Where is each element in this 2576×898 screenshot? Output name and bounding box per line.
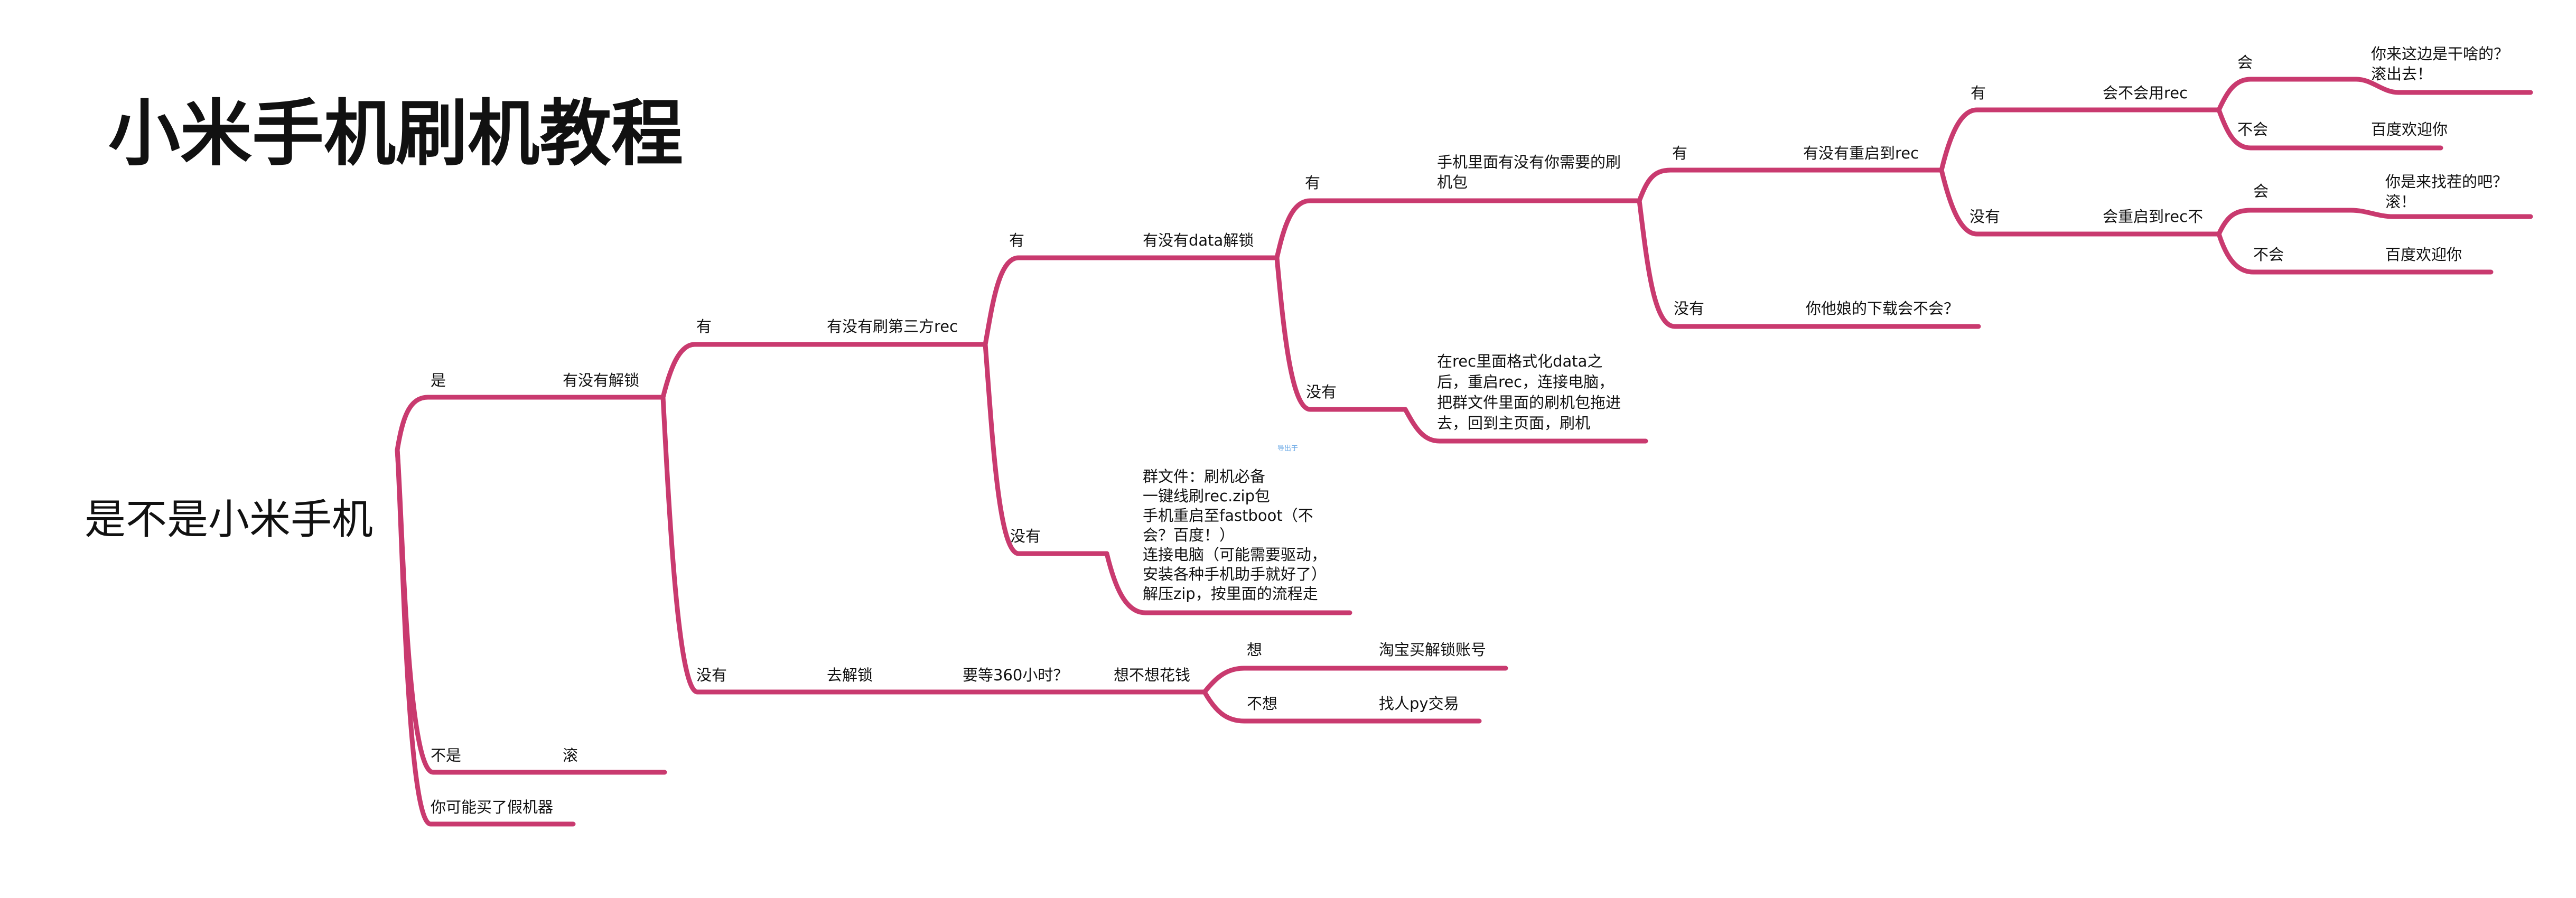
node-package-question-line-1: 手机里面有没有你需要的刷 [1437,153,1621,171]
branch-line-meiyou1 [660,395,1207,695]
node-package-question-line-2: 机包 [1437,173,1468,191]
watermark-text: 导出于 [1277,445,1298,453]
leaf-buhui-1: 百度欢迎你 [2371,120,2448,138]
leaf-group-line-6: 安装各种手机助手就好了） [1143,565,1327,583]
node-meiyou-1: 没有 [696,666,727,684]
leaf-hui-2-line-2: 滚！ [2385,193,2416,211]
node-buhui-1: 不会 [2237,120,2268,138]
leaf-group-line-3: 手机重启至fastboot（不 [1143,507,1313,525]
node-meiyou-2: 没有 [1010,527,1041,545]
branch-line-you4 [1637,167,1944,203]
leaf-hui-1-line-1: 你来这边是干啥的？ [2371,45,2509,63]
leaf-hui-1-line-2: 滚出去！ [2371,65,2432,83]
leaf-format-line-2: 后，重启rec，连接电脑， [1437,373,1614,391]
leaf-download: 你他娘的下载会不会？ [1806,300,1959,317]
node-meiyou-3: 没有 [1306,383,1337,401]
branch-line-buhui2 [2216,231,2494,275]
node-go-unlock: 去解锁 [827,666,873,684]
branch-line-hui2 [2216,208,2533,237]
leaf-format-line-1: 在rec里面格式化data之 [1437,352,1602,370]
leaf-py: 找人py交易 [1379,695,1459,713]
node-you-4: 有 [1672,144,1687,162]
leaf-group-line-5: 连接电脑（可能需要驱动， [1143,546,1327,564]
node-use-rec-question: 会不会用rec [2103,84,2188,102]
node-money-question: 想不想花钱 [1114,666,1190,684]
node-rec-question: 有没有刷第三方rec [827,317,958,335]
leaf-hui-2-line-1: 你是来找茬的吧？ [2385,173,2508,191]
branch-line-format-leaf [1403,407,1648,444]
node-xiang: 想 [1247,641,1262,659]
branch-line-money [1202,666,1508,695]
mind-map-branches [395,77,2533,827]
leaf-taobao: 淘宝买解锁账号 [1379,641,1486,659]
node-shi: 是 [431,371,446,389]
leaf-gun: 滚 [563,746,578,764]
leaf-group-line-7: 解压zip，按里面的流程走 [1143,585,1318,603]
branch-line-you5 [1939,107,2222,173]
node-reboot-question: 有没有重启到rec [1803,144,1919,162]
leaf-buhui-2: 百度欢迎你 [2385,246,2462,264]
branch-line-shi [395,395,666,453]
leaf-group-line-4: 会？百度！） [1143,526,1235,544]
branch-line-you1 [660,342,988,400]
node-hui-2: 会 [2253,182,2269,200]
root-node-label: 是不是小米手机 [85,496,373,544]
node-buxiang: 不想 [1247,695,1277,713]
branch-line-meiyou5 [1939,167,2222,237]
branch-line-hui1 [2216,77,2533,113]
leaf-group-line-2: 一键线刷rec.zip包 [1143,487,1270,505]
node-data-question: 有没有data解锁 [1143,231,1254,249]
leaf-group-line-1: 群文件：刷机必备 [1143,467,1265,485]
branch-line-fake [395,447,576,827]
node-you-3: 有 [1305,174,1320,192]
leaf-format-line-3: 把群文件里面的刷机包拖进 [1437,394,1621,411]
branch-line-meiyou3 [1274,255,1408,412]
node-wait-question: 要等360小时？ [963,666,1068,684]
branch-line-meiyou2 [983,342,1109,556]
branch-line-group-leaf [1104,551,1352,615]
node-you-5: 有 [1971,84,1986,102]
node-meiyou-4: 没有 [1674,300,1704,317]
node-labels: 是 有没有解锁 有 有没有刷第三方rec 有 有没有data解锁 有 手机里面有… [431,45,2509,816]
node-hui-1: 会 [2237,53,2253,71]
branch-line-you3 [1274,198,1642,260]
leaf-fake-device: 你可能买了假机器 [431,798,553,816]
branch-line-you2 [983,255,1280,347]
branch-line-bushi [395,447,667,775]
branch-line-buhui1 [2216,107,2443,151]
branch-line-nomoney [1202,689,1482,724]
node-meiyou-5: 没有 [1970,208,2000,226]
node-buhui-2: 不会 [2253,246,2284,264]
node-you-1: 有 [696,317,712,335]
node-can-reboot-question: 会重启到rec不 [2103,208,2203,226]
leaf-format-line-4: 去，回到主页面，刷机 [1437,414,1590,432]
node-bushi: 不是 [431,746,461,764]
node-jiesuo-question: 有没有解锁 [563,371,639,389]
diagram-title: 小米手机刷机教程 [108,92,683,176]
node-you-2: 有 [1009,231,1024,249]
branch-line-meiyou4 [1637,198,1981,329]
